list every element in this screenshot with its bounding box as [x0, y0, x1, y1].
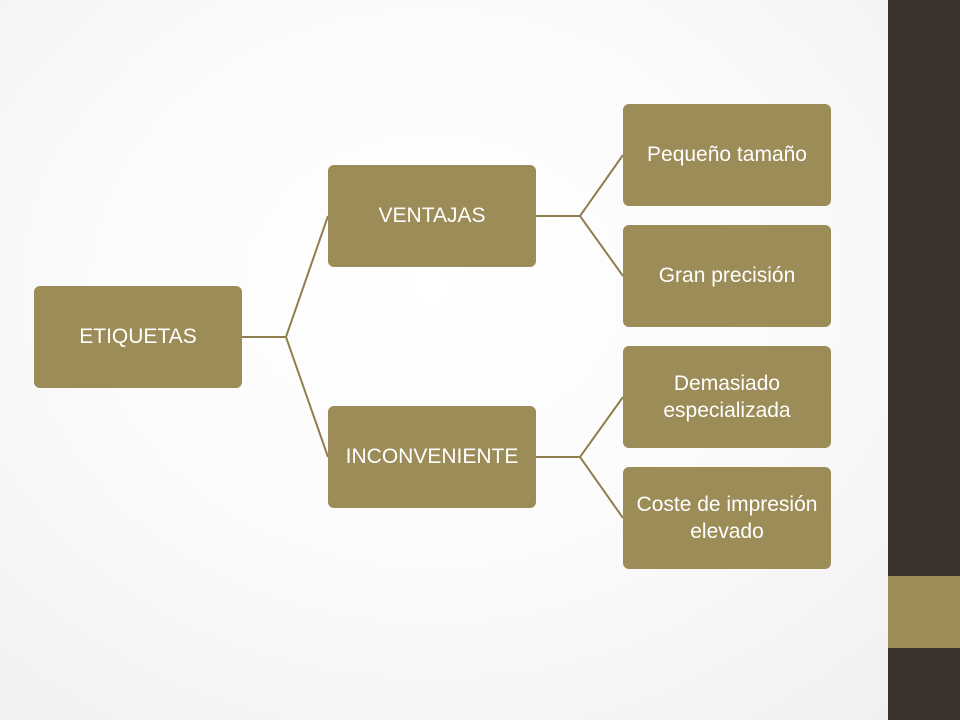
slide-canvas: ETIQUETAS VENTAJAS INCONVENIENTE Pequeño…: [34, 104, 831, 569]
connector-ventajas-gran: [536, 215, 624, 277]
connector-ventajas-pequeno: [536, 154, 624, 217]
node-pequeno-tamano: Pequeño tamaño: [623, 104, 831, 206]
connector-root-inconveniente: [242, 336, 329, 458]
side-accent-decoration: [888, 576, 960, 648]
node-inconveniente: INCONVENIENTE: [328, 406, 536, 508]
connector-inconveniente-demasiado: [536, 396, 624, 458]
node-ventajas: VENTAJAS: [328, 165, 536, 267]
node-gran-precision: Gran precisión: [623, 225, 831, 327]
connector-root-ventajas: [242, 215, 329, 338]
node-etiquetas: ETIQUETAS: [34, 286, 242, 388]
node-demasiado-especializada: Demasiado especializada: [623, 346, 831, 448]
node-coste-impresion: Coste de impresión elevado: [623, 467, 831, 569]
connector-lines: [242, 154, 624, 519]
connector-inconveniente-coste: [536, 456, 624, 519]
